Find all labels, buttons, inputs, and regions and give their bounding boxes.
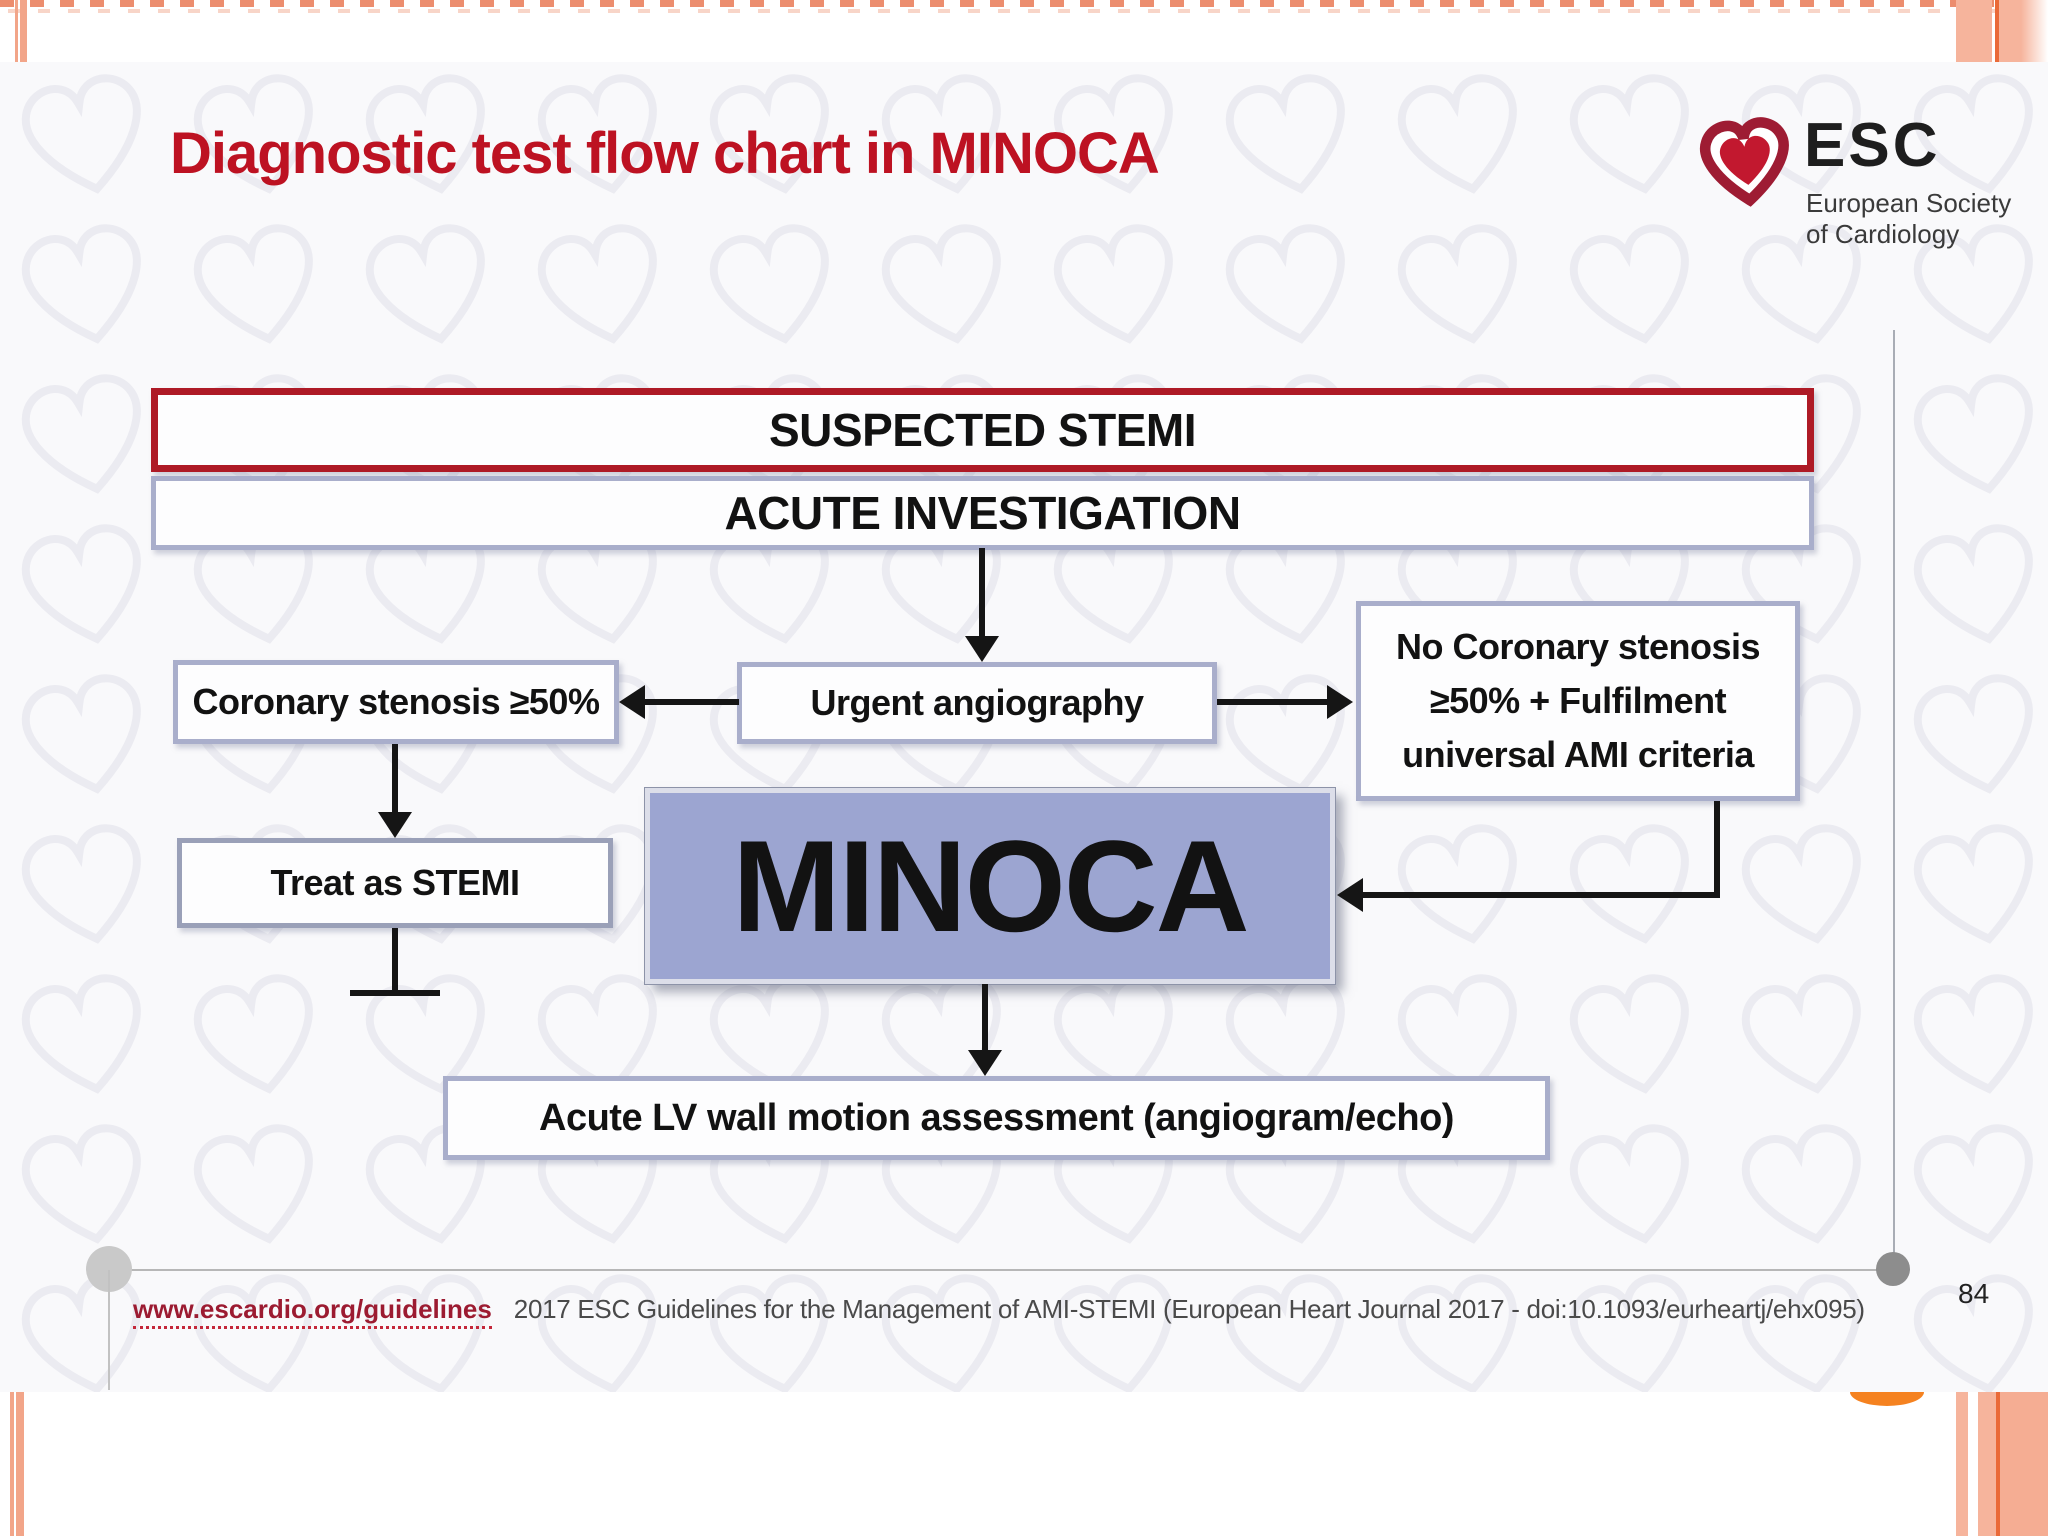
left-bottom-stripe	[10, 1392, 14, 1536]
footer-rule	[110, 1269, 1893, 1271]
arrow-acute-to-urgent-line	[979, 548, 985, 640]
arrow-nocoronary-to-minoca-hline	[1361, 892, 1720, 898]
esc-logo-subtitle: European Society of Cardiology	[1806, 188, 2011, 250]
no-coronary-line2: ≥50% + Fulfilment	[1429, 680, 1727, 721]
flow-box-no-coronary-stenosis: No Coronary stenosis ≥50% + Fulfilment u…	[1356, 601, 1800, 801]
flow-box-urgent-angiography: Urgent angiography	[737, 662, 1217, 744]
right-top-stripe-2	[1999, 0, 2021, 62]
treat-terminator-bar	[350, 990, 440, 996]
footer-right-circle	[1876, 1252, 1910, 1286]
flow-box-suspected-stemi: SUSPECTED STEMI	[151, 388, 1814, 472]
arrow-acute-to-urgent-head	[965, 636, 999, 662]
orange-crescent	[1850, 1392, 1924, 1406]
right-top-stripe-fade	[2021, 0, 2048, 62]
treat-terminator-line	[392, 928, 398, 992]
right-bottom-stripe-dark	[1996, 1392, 2000, 1536]
arrow-coronary-to-treat-line	[392, 744, 398, 816]
arrow-urgent-to-coronary-line	[643, 699, 739, 705]
right-top-stripe	[1956, 0, 1992, 62]
flow-box-coronary-stenosis: Coronary stenosis ≥50%	[173, 660, 619, 744]
flow-box-acute-lv-assessment: Acute LV wall motion assessment (angiogr…	[443, 1076, 1550, 1160]
arrow-nocoronary-to-minoca-head	[1337, 878, 1363, 912]
right-bottom-stripe	[1956, 1392, 1968, 1536]
left-bottom-stripe-2	[16, 1392, 24, 1536]
no-coronary-line1: No Coronary stenosis	[1395, 626, 1761, 667]
esc-heart-icon	[1699, 117, 1789, 207]
top-dashed-border-row2	[8, 9, 2048, 13]
right-bottom-stripe-3	[2000, 1392, 2048, 1536]
footer: www.escardio.org/guidelines 2017 ESC Guid…	[133, 1294, 1865, 1329]
arrow-urgent-to-nocoronary-line	[1217, 699, 1329, 705]
page-title: Diagnostic test flow chart in MINOCA	[170, 121, 1160, 186]
esc-logo-subtitle-line2: of Cardiology	[1806, 219, 1960, 249]
esc-logo-subtitle-line1: European Society	[1806, 188, 2012, 218]
flow-box-acute-investigation: ACUTE INVESTIGATION	[151, 476, 1814, 550]
esc-logo-text: ESC	[1804, 111, 1941, 180]
arrow-urgent-to-nocoronary-head	[1327, 685, 1353, 719]
arrow-nocoronary-to-minoca-vline	[1714, 801, 1720, 895]
arrow-minoca-to-lv-line	[982, 984, 988, 1054]
right-guide-line	[1893, 330, 1895, 1270]
footer-reference: 2017 ESC Guidelines for the Management o…	[513, 1294, 1865, 1324]
right-top-stripe-dark	[1995, 0, 1999, 62]
left-top-stripe	[15, 0, 18, 62]
arrow-coronary-to-treat-head	[378, 812, 412, 838]
no-coronary-line3: universal AMI criteria	[1402, 734, 1754, 775]
flow-box-minoca: MINOCA	[644, 787, 1336, 985]
guidelines-link[interactable]: www.escardio.org/guidelines	[133, 1294, 492, 1329]
left-top-stripe-2	[20, 0, 27, 62]
arrow-minoca-to-lv-head	[968, 1050, 1002, 1076]
footer-left-tick	[108, 1270, 110, 1390]
top-dashed-border	[0, 0, 2048, 7]
right-bottom-stripe-2	[1978, 1392, 1996, 1536]
flow-box-treat-as-stemi: Treat as STEMI	[177, 838, 613, 928]
arrow-urgent-to-coronary-head	[619, 685, 645, 719]
page-number: 84	[1958, 1278, 1990, 1309]
